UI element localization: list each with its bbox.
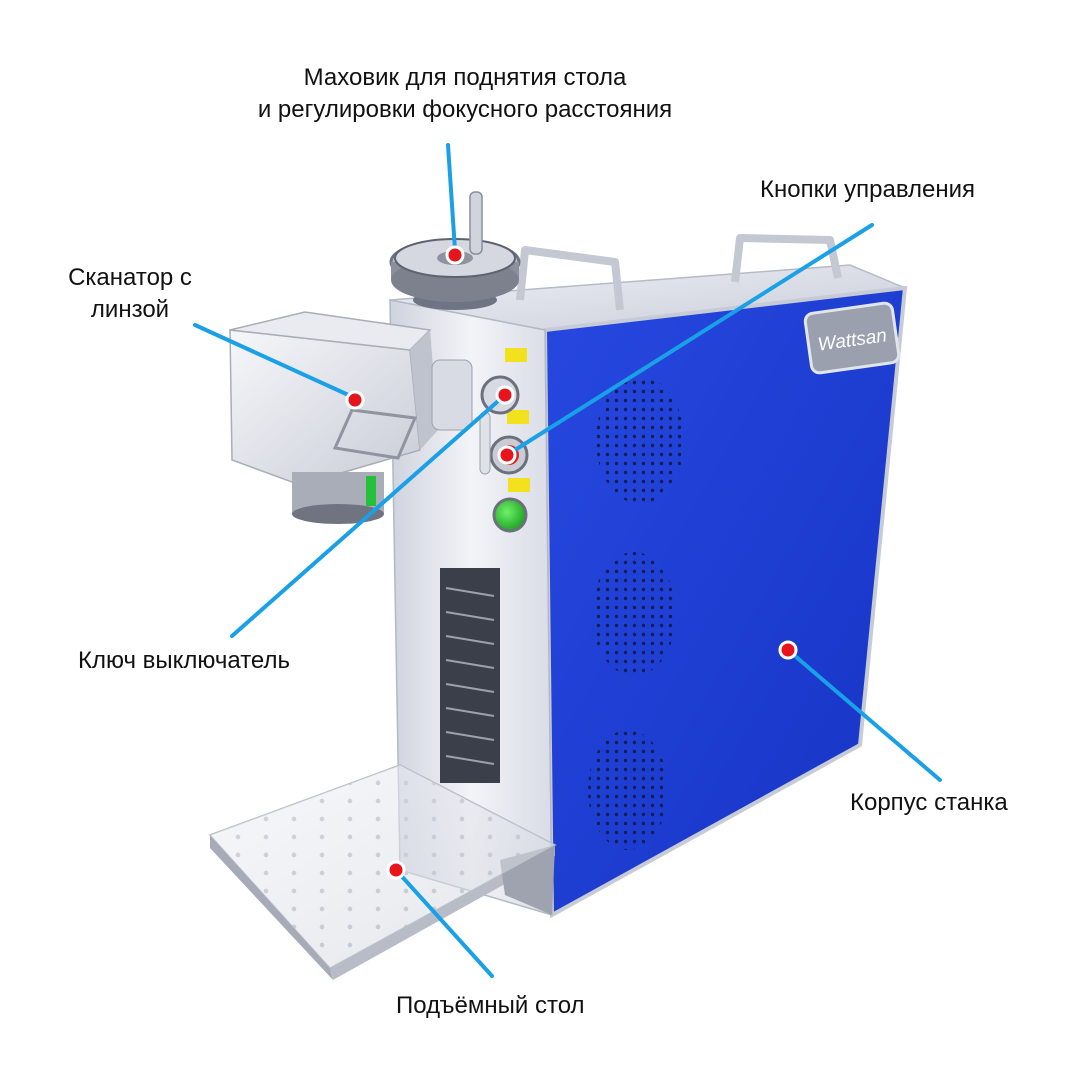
- callout-flywheel-line2: и регулировки фокусного расстояния: [257, 96, 673, 123]
- callout-flywheel-line1: Маховик для поднятия стола: [303, 64, 627, 91]
- callout-control-buttons-text: Кнопки управления: [760, 176, 976, 203]
- callout-key-switch-text: Ключ выключатель: [78, 647, 290, 674]
- table-fill: [210, 765, 555, 968]
- flywheel-hub: [437, 251, 473, 265]
- flywheel-crank-handle: [469, 191, 483, 255]
- callout-scanner-line2: линзой: [90, 296, 170, 323]
- warning-sticker-1: [505, 348, 527, 362]
- scanner-head-side: [229, 329, 421, 486]
- warning-sticker-3: [508, 478, 530, 492]
- warning-sticker-2: [507, 410, 529, 424]
- callout-lift-table: Подъёмный стол: [396, 990, 585, 1022]
- vent-grill-top: [596, 376, 684, 504]
- lens-green-ring: [366, 476, 376, 506]
- table-edge-front: [210, 835, 333, 980]
- key-switch-ring: [480, 375, 520, 415]
- callout-machine-body-text: Корпус станка: [850, 789, 1008, 816]
- column-vent-frame: [440, 568, 500, 783]
- callout-machine-body: Корпус станка: [850, 787, 1008, 819]
- key-tag: [479, 411, 491, 475]
- power-button: [492, 497, 528, 533]
- callout-lift-table-text: Подъёмный стол: [396, 992, 585, 1019]
- lens-bottom: [292, 504, 384, 524]
- scanner-mount: [431, 359, 473, 431]
- callout-key-switch: Ключ выключатель: [78, 645, 290, 677]
- emergency-button: [499, 445, 519, 465]
- callout-flywheel: Маховик для поднятия стола и регулировки…: [185, 62, 745, 126]
- callout-scanner: Сканатор с линзой: [40, 262, 220, 326]
- vent-grill-bottom: [588, 730, 668, 850]
- vent-grill-middle: [592, 552, 676, 676]
- callout-scanner-line1: Сканатор с: [68, 264, 192, 291]
- callout-control-buttons: Кнопки управления: [760, 174, 975, 206]
